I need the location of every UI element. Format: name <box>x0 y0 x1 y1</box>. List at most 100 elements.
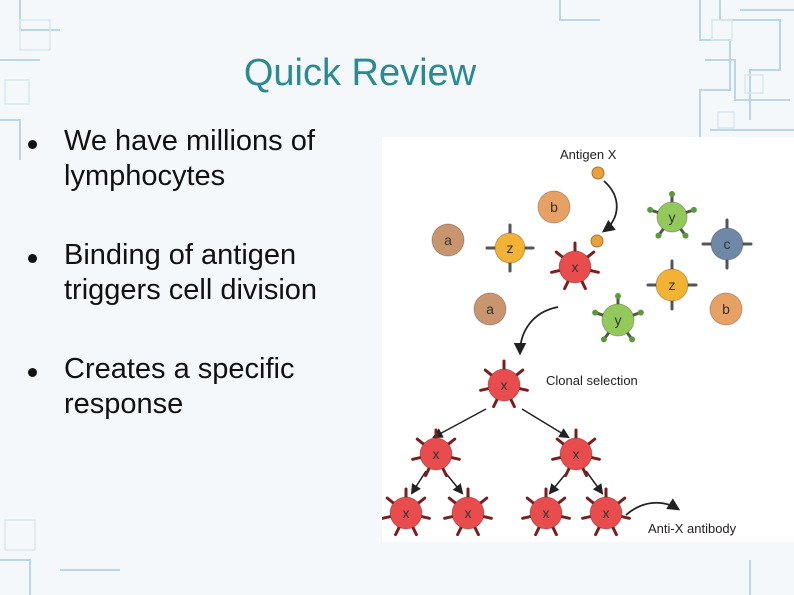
division-arrow <box>410 470 427 495</box>
cell-letter: b <box>722 301 730 317</box>
lymphocyte-z: z <box>485 223 535 273</box>
lymphocyte-y: y <box>592 293 644 343</box>
bullet-dot-icon <box>28 368 37 377</box>
cell-body <box>487 368 521 402</box>
receptor-spike <box>385 496 395 505</box>
lymphocyte-x: x <box>581 487 631 537</box>
receptor-spike <box>492 397 499 409</box>
cell-body <box>389 496 423 530</box>
cell-body <box>601 303 635 337</box>
receptor-spike <box>554 250 564 259</box>
antigen-particle <box>590 234 604 248</box>
receptor-spike <box>580 279 587 291</box>
antigen-label: Antigen X <box>560 147 617 162</box>
binding-arrow <box>601 180 618 233</box>
cell-body <box>451 496 485 530</box>
page-title: Quick Review <box>243 52 477 94</box>
cell-letter: x <box>603 505 610 521</box>
receptor-spike <box>611 525 618 537</box>
receptor-spike <box>482 515 493 520</box>
receptor-spike <box>589 269 600 274</box>
lymphocyte-a: a <box>431 223 465 257</box>
receptor-spike <box>483 368 493 377</box>
bullet-text: Binding of antigen triggers cell divisio… <box>64 239 318 306</box>
clonal-selection-diagram: Antigen X Clonal selection Anti-X antibo… <box>381 147 753 537</box>
receptor-spike <box>443 515 454 520</box>
receptor-spike <box>394 525 401 537</box>
receptor-spike <box>617 496 627 505</box>
cell-letter: x <box>465 505 472 521</box>
receptor-spike <box>557 496 567 505</box>
antibody-label: Anti-X antibody <box>648 521 737 536</box>
receptor-spike <box>534 525 541 537</box>
bullet-list: We have millions of lymphocytes Binding … <box>26 124 356 422</box>
receptor-spike <box>587 437 597 446</box>
receptor-tip <box>690 206 697 213</box>
cell-body <box>655 268 689 302</box>
receptor-spike <box>424 466 431 478</box>
bullet-dot-icon <box>28 140 37 149</box>
cell-body <box>709 292 743 326</box>
cell-letter: z <box>669 277 676 293</box>
receptor-spike <box>411 456 422 461</box>
receptor-spike <box>515 368 525 377</box>
receptor-spike <box>586 250 596 259</box>
receptor-spike <box>420 515 431 520</box>
lymphocyte-x: x <box>443 487 493 537</box>
cell-letter: a <box>486 301 494 317</box>
lymphocyte-b: b <box>709 292 743 326</box>
receptor-tip <box>629 336 636 343</box>
cell-letter: z <box>507 240 514 256</box>
receptor-tip <box>655 232 662 239</box>
cell-letter: y <box>669 209 676 225</box>
lymphocyte-z: z <box>646 259 698 311</box>
receptor-spike <box>564 466 571 478</box>
receptor-spike <box>521 515 532 520</box>
lymphocyte-c: c <box>701 218 753 270</box>
receptor-spike <box>411 525 418 537</box>
receptor-spike <box>594 525 601 537</box>
clonal-selection-label: Clonal selection <box>546 373 638 388</box>
lymphocyte-b: b <box>537 190 571 224</box>
lymphocyte-x: x <box>411 428 461 478</box>
receptor-spike <box>551 456 562 461</box>
receptor-spike <box>581 466 588 478</box>
receptor-spike <box>555 437 565 446</box>
receptor-spike <box>473 525 480 537</box>
receptor-spike <box>450 456 461 461</box>
lymphocyte-x: x <box>381 487 431 537</box>
cell-body <box>473 292 507 326</box>
cell-body <box>537 190 571 224</box>
receptor-spike <box>456 525 463 537</box>
division-arrow <box>521 408 570 439</box>
receptor-spike <box>525 496 535 505</box>
cell-letter: x <box>403 505 410 521</box>
cell-letter: x <box>433 446 440 462</box>
lymphocyte-a: a <box>473 292 507 326</box>
cell-letter: x <box>572 259 579 275</box>
receptor-spike <box>381 515 392 520</box>
receptor-spike <box>550 269 561 274</box>
receptor-spike <box>551 525 558 537</box>
clonal-selection-figure: Antigen X Clonal selection Anti-X antibo… <box>381 137 794 542</box>
cell-letter: b <box>550 199 558 215</box>
receptor-spike <box>447 437 457 446</box>
receptor-spike <box>620 515 631 520</box>
cell-letter: x <box>573 446 580 462</box>
receptor-tip <box>592 309 599 316</box>
cell-body <box>529 496 563 530</box>
receptor-tip <box>682 232 689 239</box>
bullet-text: Creates a specific response <box>64 353 295 420</box>
receptor-spike <box>563 279 570 291</box>
bullet-dot-icon <box>28 254 37 263</box>
bullet-item: We have millions of lymphocytes <box>26 124 356 194</box>
antibody-arrow <box>625 498 681 516</box>
receptor-tip <box>615 293 621 299</box>
bullet-item: Creates a specific response <box>26 352 356 422</box>
division-arrow <box>585 470 604 495</box>
lymphocyte-x: x <box>550 241 600 291</box>
bullet-item: Binding of antigen triggers cell divisio… <box>26 238 356 308</box>
receptor-spike <box>479 387 490 392</box>
cell-letter: c <box>724 236 731 252</box>
receptor-tip <box>647 206 654 213</box>
